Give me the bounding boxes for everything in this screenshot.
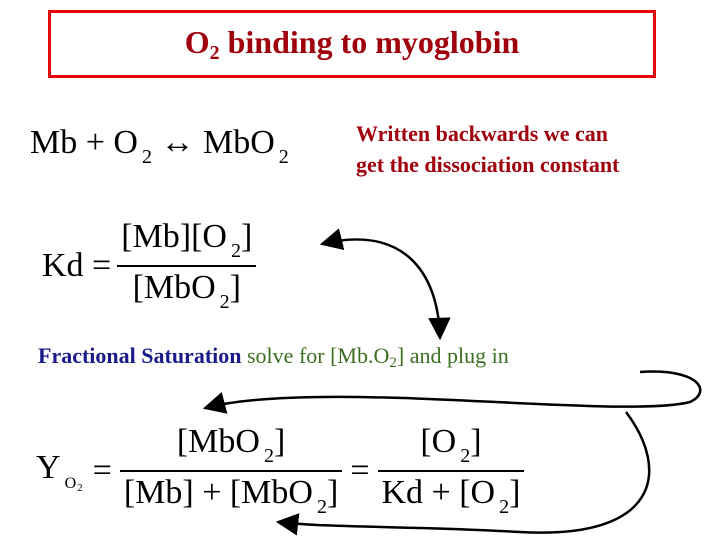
title-rest: binding to myoglobin — [219, 23, 520, 60]
title-o: O — [184, 23, 210, 60]
page-title: O2 binding to myoglobin — [185, 24, 520, 65]
kd-fraction-bar — [117, 265, 257, 267]
plug-in-arrow-top — [202, 370, 702, 414]
dissociation-note: Written backwards we can get the dissoci… — [356, 118, 706, 180]
fractional-saturation-sub: 2 — [389, 355, 397, 371]
y-frac1-bar — [119, 470, 343, 472]
fractional-saturation-heading: Fractional Saturation — [38, 343, 242, 368]
plug-in-arrow-bottom — [275, 411, 651, 536]
reaction-right: MbO — [202, 124, 275, 161]
fractional-saturation-text: solve for [Mb.O — [241, 343, 390, 368]
fractional-saturation-line: Fractional Saturation solve for [Mb.O2] … — [38, 343, 509, 372]
fractional-saturation-text-end: ] and plug in — [396, 343, 509, 368]
note-line-1: Written backwards we can — [356, 121, 608, 146]
kd-label: Kd = — [42, 247, 112, 284]
y-frac2-bar — [377, 470, 525, 472]
double-arrow-kd-to-mbo2 — [319, 228, 451, 341]
reaction-right-sub: 2 — [278, 146, 289, 168]
note-line-2: get the dissociation constant — [356, 152, 620, 177]
y-equals: = — [92, 452, 112, 489]
title-subscript: 2 — [209, 41, 220, 64]
reaction-left: Mb + O — [30, 124, 138, 161]
reaction-left-sub: 2 — [141, 146, 152, 168]
reaction-arrow: ↔ — [151, 124, 203, 161]
title-box: O2 binding to myoglobin — [48, 10, 656, 78]
y-equals-2: = — [350, 452, 370, 489]
